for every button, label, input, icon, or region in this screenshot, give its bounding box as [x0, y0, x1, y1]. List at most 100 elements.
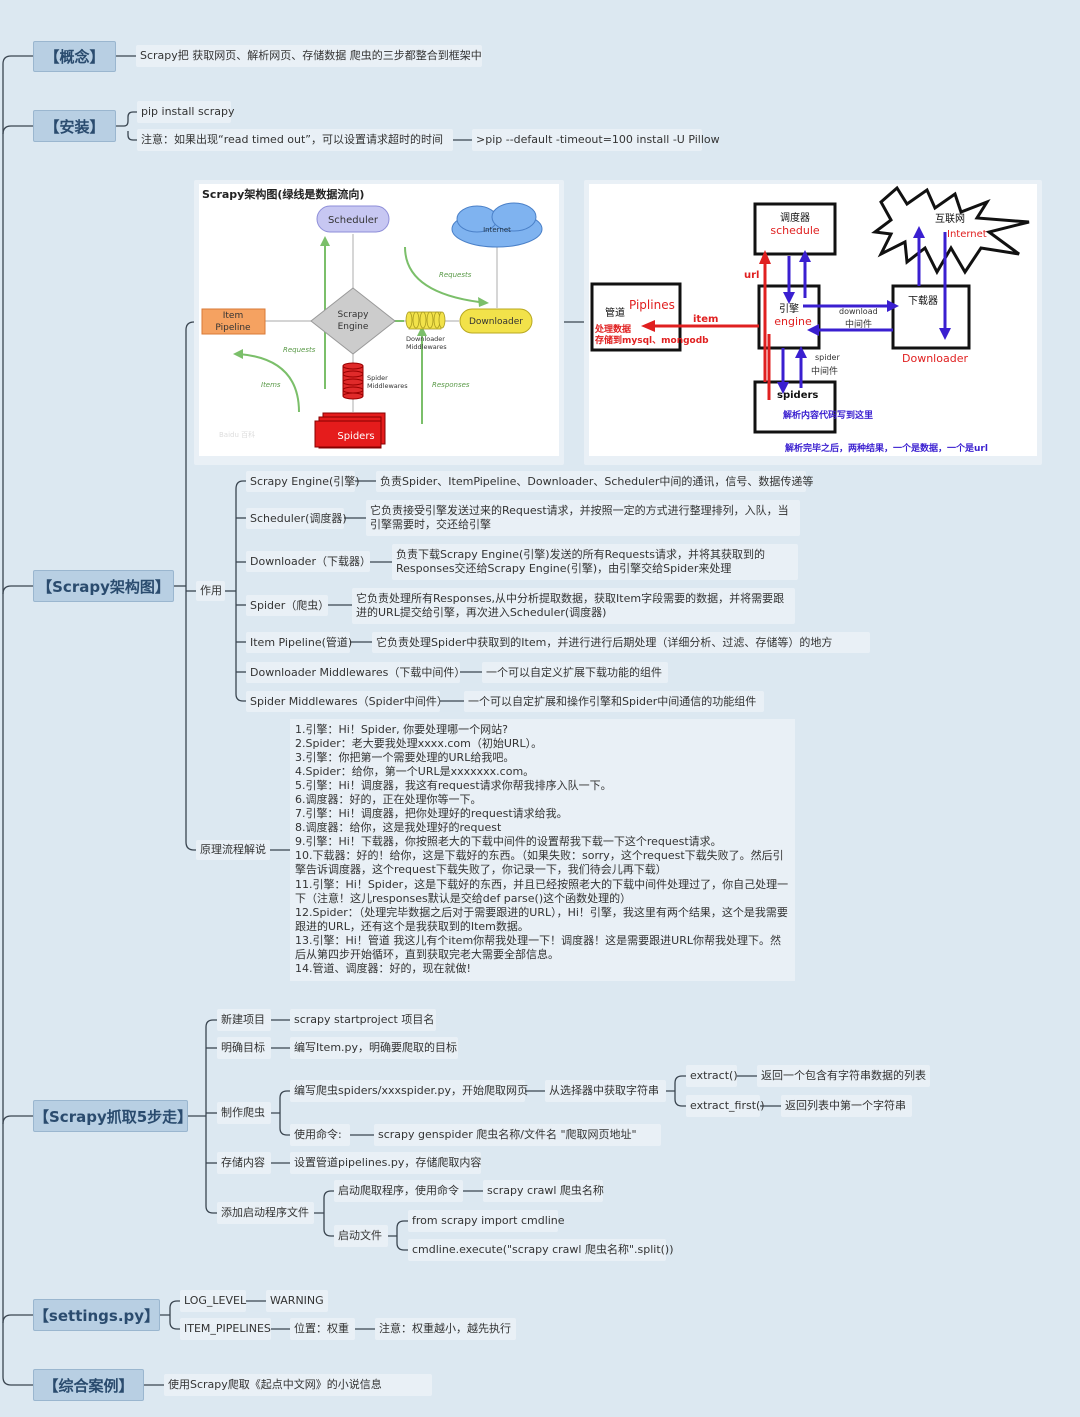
topic-architecture[interactable]: 【Scrapy架构图】	[33, 570, 174, 602]
diagram2-url: url	[744, 270, 759, 281]
diagram1-internet: Internet	[483, 226, 511, 234]
step-genspider: scrapy genspider 爬虫名称/文件名 "爬取网页地址"	[374, 1124, 661, 1146]
role-sp-mw-name: Spider Middlewares（Spider中间件）	[246, 691, 448, 712]
role-downloader-name: Downloader（下载器）	[246, 551, 371, 572]
step-start-cmd-label: 启动爬取程序，使用命令	[334, 1180, 463, 1202]
flow-step: 2.Spider：老大要我处理xxxx.com（初始URL）。	[295, 737, 543, 751]
diagram2-item: item	[693, 314, 718, 325]
diagram1-responses: Responses	[432, 381, 470, 389]
flow-step: 12.Spider：（处理完毕数据之后对于需要跟进的URL），Hi！引擎，我这里…	[295, 905, 788, 933]
diagram2-spiders: spiders	[777, 390, 818, 401]
diagram1-requests-top: Requests	[439, 271, 472, 279]
settings-note: 注意：权重越小，越先执行	[375, 1318, 516, 1340]
role-scheduler-name: Scheduler(调度器)	[246, 508, 347, 529]
step-make-write: 编写爬虫spiders/xxxspider.py，开始爬取网页	[290, 1080, 528, 1102]
flow-step: 5.引擎：Hi！调度器，我这有request请求你帮我排序入队一下。	[295, 779, 612, 793]
role-engine-name: Scrapy Engine(引擎)	[246, 471, 360, 492]
topic-concept[interactable]: 【概念】	[33, 41, 116, 72]
step-make-select: 从选择器中获取字符串	[545, 1080, 666, 1102]
diagram1-sp-mw-l2: Middlewares	[367, 382, 408, 390]
diagram1-requests-left: Requests	[283, 346, 316, 354]
role-sp-mw-desc: 一个可以自定扩展和操作引擎和Spider中间通信的功能组件	[464, 691, 764, 712]
flow-step: 3.引擎：你把第一个需要处理的URL给我吧。	[295, 751, 515, 765]
architecture-diagram: Scrapy架构图(绿线是数据流向) Scheduler Internet Re…	[199, 184, 559, 456]
diagram1-item-l1: Item	[223, 311, 244, 321]
role-pipeline-name: Item Pipeline(管道)	[246, 632, 352, 653]
diagram2-download-cn: 中间件	[845, 318, 872, 330]
diagram2-internet-en: Internet	[947, 229, 987, 240]
diagram2-schedule-cn: 调度器	[780, 211, 810, 224]
flow-step: 13.引擎：Hi！管道 我这儿有个item你帮我处理一下！调度器！这是需要跟进U…	[295, 933, 781, 961]
topic-install[interactable]: 【安装】	[33, 110, 116, 142]
topic-five-steps[interactable]: 【Scrapy抓取5步走】	[33, 1100, 192, 1132]
step-goal[interactable]: 明确目标	[217, 1037, 271, 1059]
flow-step: 10.下载器：好的！给你，这是下载好的东西。（如果失败：sorry，这个requ…	[295, 849, 784, 877]
diagram2-downloader-en: Downloader	[902, 352, 968, 365]
step-make-spider[interactable]: 制作爬虫	[217, 1102, 271, 1124]
settings-item-pipelines: ITEM_PIPELINES	[180, 1318, 271, 1340]
diagram1-sp-mw-l1: Spider	[367, 374, 388, 382]
diagram1-watermark: Baidu 百科	[219, 430, 255, 439]
role-scheduler-desc: 它负责接受引擎发送过来的Request请求，并按照一定的方式进行整理排列，入队，…	[366, 500, 800, 536]
diagram1-spiders: Spiders	[337, 431, 374, 442]
arch-role-label[interactable]: 作用	[196, 581, 225, 601]
step-extract: extract()	[686, 1065, 738, 1087]
step-extract-first-desc: 返回列表中第一个字符串	[781, 1095, 912, 1117]
step-extract-desc: 返回一个包含有字符串数据的列表	[757, 1065, 930, 1087]
role-spider-name: Spider（爬虫）	[246, 595, 329, 616]
diagram1-dl-mw-l2: Middlewares	[406, 343, 447, 351]
flow-step: 4.Spider：给你，第一个URL是xxxxxxx.com。	[295, 765, 535, 779]
step-new-project[interactable]: 新建项目	[217, 1009, 271, 1031]
step-store-text: 设置管道pipelines.py，存储爬取内容	[290, 1152, 481, 1174]
diagram2-spider-mw-cn: 中间件	[811, 365, 838, 377]
role-downloader-desc: 负责下载Scrapy Engine(引擎)发送的所有Requests请求，并将其…	[392, 544, 798, 580]
flow-step: 9.引擎：Hi！下载器，你按照老大的下载中间件的设置帮我下载一下这个reques…	[295, 835, 722, 849]
step-new-project-cmd: scrapy startproject 项目名	[290, 1009, 436, 1031]
diagram2-spider-mw-en: spider	[815, 353, 840, 362]
settings-warning: WARNING	[266, 1290, 328, 1312]
install-pip: pip install scrapy	[137, 101, 234, 123]
diagram1-item-l2: Pipeline	[215, 323, 251, 333]
diagram2-schedule-en: schedule	[770, 224, 820, 237]
diagram2-pipelines-en: Piplines	[629, 298, 675, 312]
diagram1-scheduler: Scheduler	[328, 215, 379, 226]
flow-step: 11.引擎：Hi！Spider，这是下载好的东西，并且已经按照老大的下载中间件处…	[295, 877, 789, 905]
topic-case[interactable]: 【综合案例】	[33, 1369, 144, 1401]
step-extract-first: extract_first()	[686, 1095, 765, 1117]
concept-text: Scrapy把 获取网页、解析网页、存储数据 爬虫的三步都整合到框架中	[136, 45, 482, 67]
flow-step: 7.引擎：Hi！调度器，把你处理好的request请求给我。	[295, 807, 568, 821]
flow-description: 1.引擎：Hi！Spider, 你要处理哪一个网站? 2.Spider：老大要我…	[290, 719, 795, 981]
topic-settings[interactable]: 【settings.py】	[33, 1299, 160, 1331]
flow-step: 1.引擎：Hi！Spider, 你要处理哪一个网站?	[295, 723, 508, 736]
diagram2-pipe-l1: 处理数据	[594, 323, 631, 335]
diagram1-engine-l1: Scrapy	[338, 310, 370, 320]
flow-step: 14.管道、调度器：好的，现在就做!	[295, 961, 471, 975]
role-engine-desc: 负责Spider、ItemPipeline、Downloader、Schedul…	[376, 471, 813, 492]
diagram1-downloader: Downloader	[469, 317, 523, 327]
diagram2-engine-en: engine	[774, 315, 812, 328]
settings-log-level: LOG_LEVEL	[180, 1290, 246, 1312]
step-start-file[interactable]: 添加启动程序文件	[217, 1202, 314, 1224]
diagram2-pipelines-cn: 管道	[605, 306, 625, 319]
role-dl-mw-name: Downloader Middlewares（下载中间件）	[246, 662, 465, 683]
hand-drawn-architecture-diagram: 互联网 Internet 调度器 schedule 管道 Piplines 处理…	[589, 184, 1037, 456]
flow-step: 8.调度器：给你，这是我处理好的request	[295, 821, 502, 835]
diagram1-dl-mw-l1: Downloader	[406, 335, 445, 343]
diagram1-items: Items	[261, 381, 281, 389]
install-note-cmd: >pip --default -timeout=100 install -U P…	[472, 129, 720, 151]
flow-label[interactable]: 原理流程解说	[196, 840, 270, 860]
diagram2-downloader-cn: 下载器	[908, 295, 938, 307]
diagram2-pipe-l2: 存储到mysql、mongodb	[595, 334, 709, 346]
diagram2-spiders-note: 解析内容代码写到这里	[783, 409, 873, 421]
step-store[interactable]: 存储内容	[217, 1152, 271, 1174]
case-text: 使用Scrapy爬取《起点中文网》的小说信息	[164, 1374, 432, 1396]
diagram1-title: Scrapy架构图(绿线是数据流向)	[202, 187, 364, 201]
step-use-cmd: 使用命令:	[290, 1124, 350, 1146]
settings-position: 位置：权重	[290, 1318, 355, 1340]
step-import-line: from scrapy import cmdline	[408, 1210, 565, 1232]
role-pipeline-desc: 它负责处理Spider中获取到的Item，并进行进行后期处理（详细分析、过滤、存…	[372, 632, 870, 653]
diagram2-bottom-note: 解析完毕之后，两种结果，一个是数据，一个是url	[785, 442, 988, 454]
step-goal-text: 编写Item.py，明确要爬取的目标	[290, 1037, 458, 1059]
role-dl-mw-desc: 一个可以自定义扩展下载功能的组件	[482, 662, 668, 683]
